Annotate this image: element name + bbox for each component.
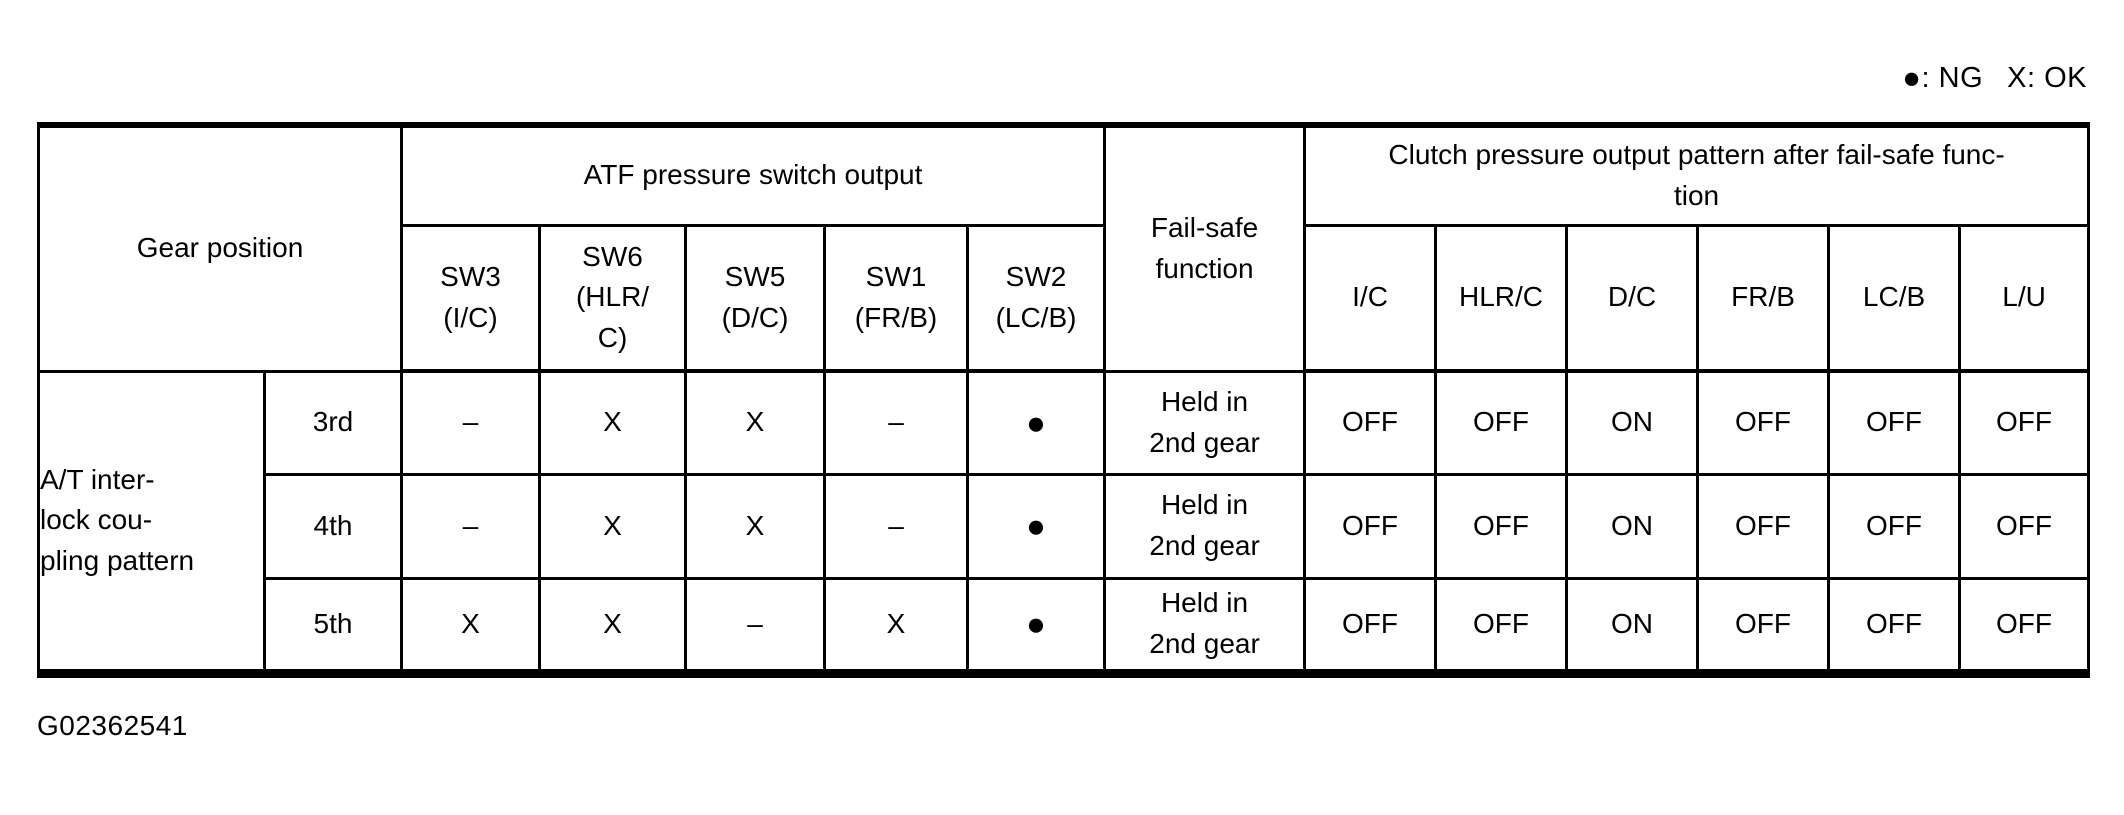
clutch-cell: OFF (1696, 472, 1831, 580)
atf-cell: X (400, 576, 542, 675)
gear-cell-4th: 4th (262, 472, 404, 580)
header-clutch-lcb: LC/B (1827, 223, 1962, 373)
atf-cell: X (538, 472, 688, 580)
header-clutch-hlrc: HLR/C (1434, 223, 1569, 373)
atf-cell: – (823, 472, 970, 580)
fail-safe-cell: Held in 2nd gear (1103, 472, 1307, 580)
ng-dot-icon: ● (1902, 60, 1922, 95)
header-sw6: SW6 (HLR/ C) (538, 223, 688, 373)
fail-safe-cell: Held in 2nd gear (1103, 369, 1307, 476)
header-clutch-frb: FR/B (1696, 223, 1831, 373)
clutch-cell: ON (1565, 369, 1700, 476)
clutch-cell: OFF (1303, 576, 1438, 675)
header-atf-group: ATF pressure switch output (400, 123, 1107, 227)
clutch-cell: OFF (1434, 369, 1569, 476)
gear-cell-3rd: 3rd (262, 369, 404, 476)
atf-cell: X (684, 369, 827, 476)
atf-cell: – (684, 576, 827, 675)
clutch-cell: ON (1565, 576, 1700, 675)
atf-cell: – (400, 472, 542, 580)
fail-safe-cell: Held in 2nd gear (1103, 576, 1307, 675)
clutch-cell: OFF (1303, 369, 1438, 476)
clutch-cell: OFF (1827, 576, 1962, 675)
header-clutch-lu: L/U (1958, 223, 2091, 373)
clutch-cell: OFF (1827, 472, 1962, 580)
atf-cell: ● (966, 472, 1107, 580)
clutch-cell: OFF (1958, 472, 2091, 580)
atf-cell: – (400, 369, 542, 476)
ok-x-icon: X (2007, 62, 2027, 94)
header-sw5: SW5 (D/C) (684, 223, 827, 373)
atf-cell: X (538, 369, 688, 476)
header-clutch-group: Clutch pressure output pattern after fai… (1303, 123, 2091, 227)
header-sw1: SW1 (FR/B) (823, 223, 970, 373)
legend: ●: NG X: OK (1902, 58, 2087, 98)
clutch-cell: OFF (1434, 472, 1569, 580)
gear-cell-5th: 5th (262, 576, 404, 675)
atf-cell: ● (966, 369, 1107, 476)
header-fail-safe: Fail-safe function (1103, 123, 1307, 373)
clutch-cell: OFF (1958, 369, 2091, 476)
header-clutch-dc: D/C (1565, 223, 1700, 373)
atf-cell: X (823, 576, 970, 675)
atf-cell: ● (966, 576, 1107, 675)
legend-ok-label: : OK (2026, 62, 2087, 94)
clutch-cell: OFF (1827, 369, 1962, 476)
clutch-cell: OFF (1434, 576, 1569, 675)
clutch-cell: OFF (1303, 472, 1438, 580)
atf-cell: X (538, 576, 688, 675)
header-gear-position: Gear position (36, 123, 404, 373)
atf-cell: X (684, 472, 827, 580)
row-group-label: A/T inter- lock cou- pling pattern (37, 369, 266, 675)
figure-id: G02362541 (37, 710, 188, 741)
clutch-cell: OFF (1696, 369, 1831, 476)
header-sw3: SW3 (I/C) (400, 223, 542, 373)
header-sw2: SW2 (LC/B) (966, 223, 1107, 373)
fail-safe-pattern-table: Gear position ATF pressure switch output… (36, 122, 2091, 678)
atf-cell: – (823, 369, 970, 476)
header-clutch-ic: I/C (1303, 223, 1438, 373)
clutch-cell: OFF (1696, 576, 1831, 675)
clutch-cell: OFF (1958, 576, 2091, 675)
legend-ng-label: : NG (1921, 62, 1984, 94)
clutch-cell: ON (1565, 472, 1700, 580)
